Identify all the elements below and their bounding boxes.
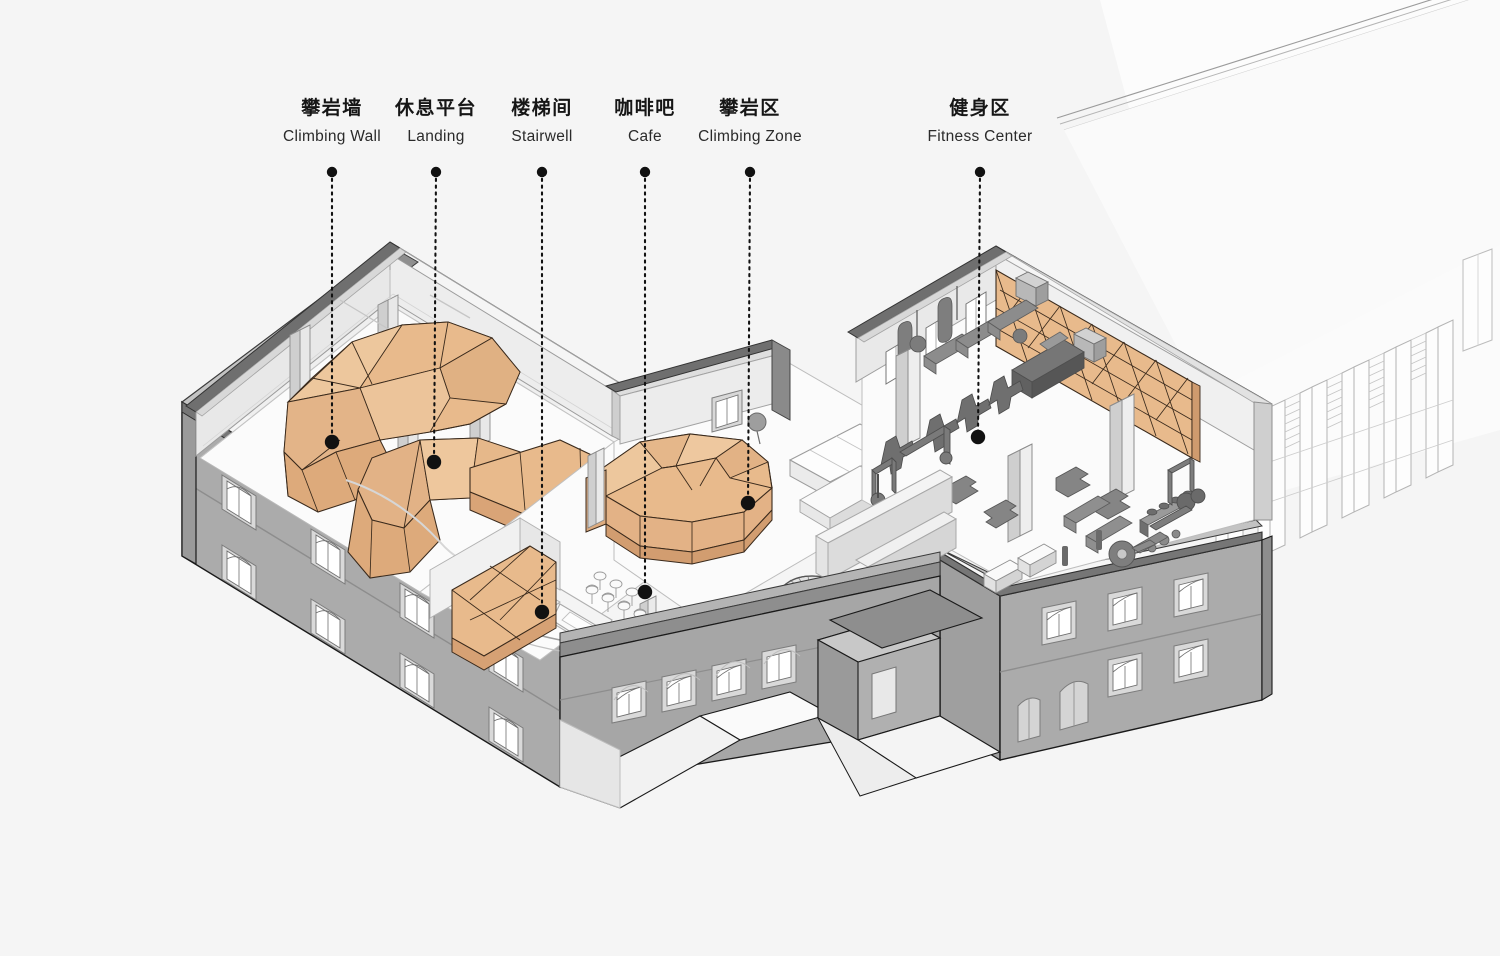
annotation-label-en: Stairwell xyxy=(511,127,573,145)
window-arched xyxy=(1041,600,1077,646)
climbing-zone-boulder xyxy=(585,433,773,565)
bg-fin xyxy=(1299,379,1328,539)
annotation-fitness-center: 健身区 Fitness Center xyxy=(928,96,1033,148)
window-arched xyxy=(1107,652,1143,698)
window-rect xyxy=(761,644,797,690)
leader-line xyxy=(432,170,438,464)
annotation-label-zh: 攀岩区 xyxy=(719,98,781,119)
window-arched xyxy=(711,658,747,702)
left-wing-windows xyxy=(221,474,524,763)
door-arched xyxy=(1059,680,1089,731)
leader-climbing-zone xyxy=(740,166,756,511)
annotation-climbing-wall: 攀岩墙 Climbing Wall xyxy=(283,96,381,148)
equipment-bench xyxy=(923,299,1039,375)
column xyxy=(895,343,921,451)
leader-dot-top xyxy=(430,166,442,178)
door-arched xyxy=(1017,697,1041,743)
annotation-stairwell: 楼梯间 Stairwell xyxy=(511,96,573,148)
equipment-machine xyxy=(943,466,1131,529)
bg-fin xyxy=(1341,359,1370,519)
annotation-label-en: Climbing Wall xyxy=(282,127,382,145)
annotation-label-zh: 攀岩墙 xyxy=(301,98,363,119)
leader-dot-target xyxy=(324,434,340,450)
annotation-label-en: Cafe xyxy=(628,127,662,145)
leader-dot-target xyxy=(970,429,986,445)
window-arched xyxy=(310,598,346,655)
leader-lines xyxy=(324,166,986,620)
column xyxy=(1109,393,1135,503)
leader-dot-top xyxy=(974,166,986,178)
leader-dot-top xyxy=(744,166,756,178)
partition-wall xyxy=(814,469,954,581)
background-building xyxy=(1056,0,1500,577)
annotation-label-zh: 健身区 xyxy=(949,98,1011,119)
leader-dot-target xyxy=(740,495,756,511)
fitness-center-interior xyxy=(814,245,1273,597)
column xyxy=(587,447,605,529)
leader-dot-target xyxy=(637,584,653,600)
annotation-landing: 休息平台 Landing xyxy=(395,96,477,148)
leader-dot-target xyxy=(426,454,442,470)
lounge-seating xyxy=(983,543,1057,594)
window-arched xyxy=(661,669,697,713)
window-arched xyxy=(399,652,435,709)
leader-line xyxy=(746,170,752,505)
leader-cafe xyxy=(637,166,653,600)
bg-door xyxy=(1462,248,1493,352)
equipment-squat-rack xyxy=(1149,457,1206,531)
equipment-treadmill xyxy=(1011,331,1085,399)
floor-post xyxy=(1062,530,1102,566)
wall-box xyxy=(1072,327,1108,363)
annotation-label-zh: 楼梯间 xyxy=(511,98,573,119)
leader-climbing-wall xyxy=(324,166,340,450)
column xyxy=(1007,443,1033,543)
annotation-label-zh: 咖啡吧 xyxy=(614,98,676,119)
annotation-label-en: Landing xyxy=(407,127,465,145)
gym-equipment xyxy=(870,299,1206,594)
entry-pavilion xyxy=(816,589,1002,797)
window-rect xyxy=(711,389,743,433)
bg-fin xyxy=(1425,319,1454,479)
leader-landing xyxy=(426,166,442,470)
window-arched xyxy=(221,474,257,531)
window-arched xyxy=(488,706,524,763)
annotation-label-zh: 休息平台 xyxy=(394,98,478,119)
window-arched xyxy=(611,680,647,724)
canopy-ghost xyxy=(613,649,801,701)
leader-fitness-center xyxy=(970,166,986,445)
leader-dot-top xyxy=(639,166,651,178)
window-arched xyxy=(1107,586,1143,632)
equipment-cable-machine xyxy=(870,425,953,508)
leader-line xyxy=(976,170,982,439)
leader-dot-top xyxy=(326,166,338,178)
wall-fixture-icon xyxy=(747,412,767,432)
leader-dot-target xyxy=(534,604,550,620)
window-arched xyxy=(399,582,435,639)
leader-stairwell xyxy=(534,166,550,620)
right-wing-windows xyxy=(1017,572,1209,743)
annotation-climbing-zone: 攀岩区 Climbing Zone xyxy=(698,96,802,148)
entry-step xyxy=(559,719,621,809)
window-arched xyxy=(310,528,346,585)
annotation-label-en: Climbing Zone xyxy=(698,127,802,145)
window-arched xyxy=(1173,638,1209,684)
window-arched xyxy=(1173,572,1209,618)
window-arched xyxy=(221,544,257,601)
wall-box xyxy=(1014,271,1050,307)
equipment-circular xyxy=(1108,539,1157,568)
leader-dot-top xyxy=(536,166,548,178)
courtyard-front-wall xyxy=(558,551,1002,809)
annotation-label-en: Fitness Center xyxy=(927,127,1033,145)
annotation-cafe: 咖啡吧 Cafe xyxy=(614,96,676,148)
